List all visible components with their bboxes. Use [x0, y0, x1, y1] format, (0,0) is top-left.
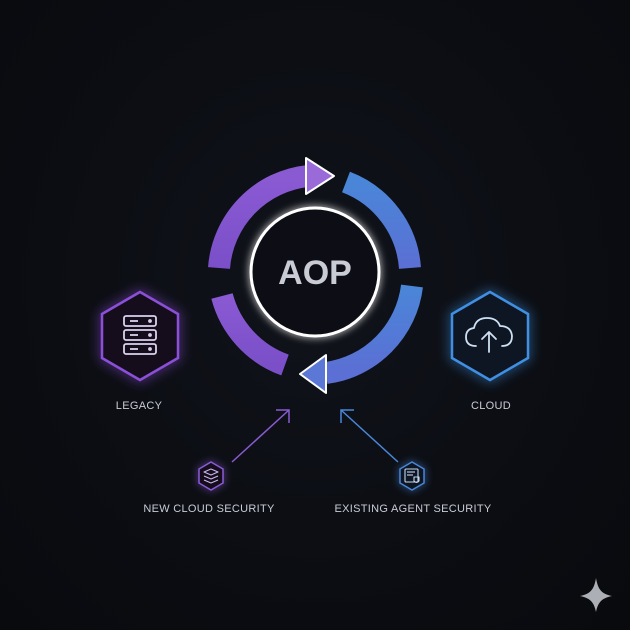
- center-ring: [249, 206, 381, 338]
- arrowhead-new-cloud-security: [276, 409, 290, 423]
- existing-agent-security-hexagon: [399, 461, 425, 491]
- center-label: AOP: [278, 254, 352, 292]
- cloud-upload-icon: [465, 317, 513, 353]
- arrowhead-existing-agent-security: [340, 409, 354, 423]
- cloud-node: [450, 290, 530, 382]
- new-cloud-security-hexagon: [198, 461, 224, 491]
- legacy-node: [100, 290, 180, 382]
- document-shield-icon: [404, 468, 420, 484]
- layered-shield-icon: [203, 468, 219, 484]
- arc-top-right: [341, 171, 421, 270]
- new-cloud-security-node: [198, 461, 224, 491]
- arrowhead-bottom: [299, 354, 327, 394]
- server-stack-icon: [123, 315, 157, 355]
- arrow-existing-agent-security: [340, 409, 399, 463]
- arrowhead-top: [305, 157, 335, 195]
- cloud-label: CLOUD: [470, 400, 512, 412]
- arc-top-left: [208, 165, 310, 270]
- arc-bottom-right: [324, 284, 423, 384]
- arc-bottom-left: [211, 292, 290, 376]
- arrow-new-cloud-security: [231, 409, 290, 463]
- cycle-arrows: [208, 157, 423, 394]
- new-cloud-security-label: NEW CLOUD SECURITY: [143, 503, 275, 515]
- legacy-hexagon: [100, 290, 180, 382]
- incoming-arrows: [231, 409, 399, 463]
- legacy-label: LEGACY: [115, 400, 163, 412]
- cloud-hexagon: [450, 290, 530, 382]
- sparkle-icon: [580, 578, 612, 612]
- existing-agent-security-label: EXISTING AGENT SECURITY: [334, 503, 492, 515]
- existing-agent-security-node: [399, 461, 425, 491]
